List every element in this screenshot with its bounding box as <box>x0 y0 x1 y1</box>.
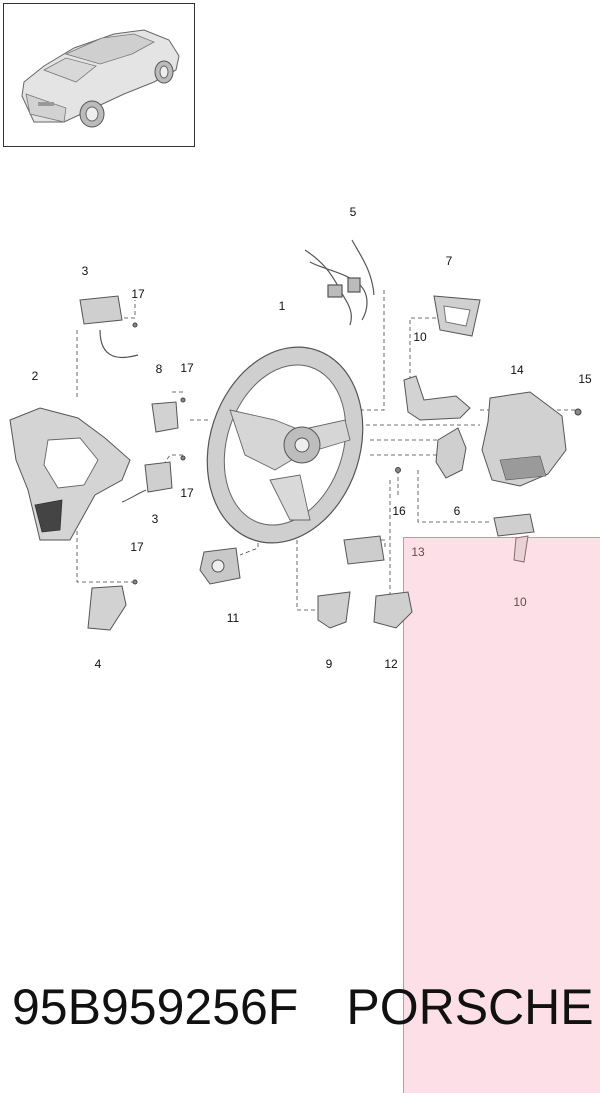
callout-13: 13 <box>411 545 425 559</box>
brand-name: PORSCHE <box>346 979 594 1035</box>
callout-9: 9 <box>326 657 333 671</box>
part-number: 95B959256F <box>12 979 299 1035</box>
part-trim-cover <box>9 407 131 541</box>
callout-17-a: 17 <box>131 287 145 301</box>
part-bracket-8 <box>151 401 179 433</box>
highlight-region <box>403 537 600 1093</box>
part-shift-paddle-upper <box>403 375 471 421</box>
footer-caption: 95B959256F PORSCHE <box>12 978 600 1036</box>
vehicle-thumbnail <box>3 3 195 147</box>
part-switch-module-lower <box>121 461 173 503</box>
callout-5: 5 <box>350 205 357 219</box>
part-screw-15 <box>574 408 582 416</box>
part-column-shroud-14 <box>481 391 567 487</box>
part-bracket-4 <box>87 585 127 631</box>
callout-8: 8 <box>156 362 163 376</box>
callout-17-b: 17 <box>180 361 194 375</box>
part-wiring-harness <box>304 239 375 326</box>
part-switch-panel-9 <box>317 591 351 629</box>
callout-1: 1 <box>279 299 286 313</box>
callout-3-lower: 3 <box>152 512 159 526</box>
callout-4: 4 <box>95 657 102 671</box>
callout-15: 15 <box>578 372 592 386</box>
callout-labels: 1 2 3 3 4 5 6 7 8 9 10 10 11 12 13 14 15… <box>32 205 592 671</box>
callout-2: 2 <box>32 369 39 383</box>
part-paddle-switch-6 <box>435 427 467 479</box>
exploded-parts-diagram: 1 2 3 3 4 5 6 7 8 9 10 10 11 12 13 14 15… <box>9 205 592 671</box>
callout-7: 7 <box>446 254 453 268</box>
part-steering-wheel <box>206 346 364 544</box>
callout-14: 14 <box>510 363 524 377</box>
callout-3-upper: 3 <box>82 264 89 278</box>
callout-17-d: 17 <box>130 540 144 554</box>
callout-12: 12 <box>384 657 398 671</box>
part-shift-paddle-lower <box>493 513 535 563</box>
part-screws-17 <box>132 322 186 585</box>
part-clock-spring <box>199 547 241 585</box>
callout-16: 16 <box>392 504 406 518</box>
callout-11: 11 <box>227 611 240 625</box>
part-screw-16 <box>395 467 401 473</box>
callout-6: 6 <box>454 504 461 518</box>
car-illustration <box>21 29 180 128</box>
part-control-unit-13 <box>343 535 385 565</box>
part-cover-7 <box>433 295 481 337</box>
callout-10-upper: 10 <box>413 330 427 344</box>
part-switch-module-upper <box>79 295 139 359</box>
part-switch-panel-12 <box>373 591 413 629</box>
callout-17-c: 17 <box>180 486 194 500</box>
callout-10-lower: 10 <box>513 595 527 609</box>
